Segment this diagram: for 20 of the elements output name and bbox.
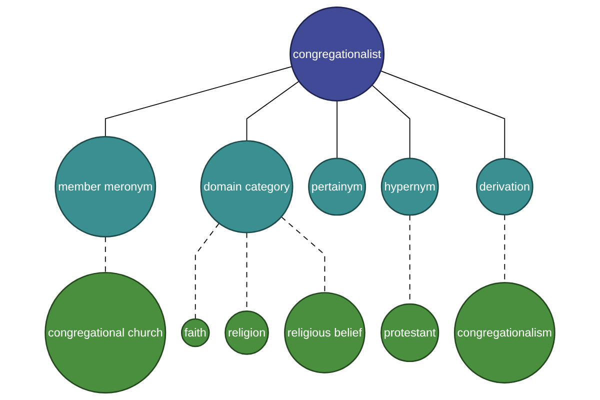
connector xyxy=(280,216,326,294)
connector xyxy=(246,80,300,142)
node-circle: religious belief xyxy=(284,292,366,374)
node-circle: pertainym xyxy=(308,158,366,216)
node-circle: member meronym xyxy=(54,136,156,238)
connector xyxy=(104,236,106,274)
node-circle: religion xyxy=(224,310,269,355)
node-circle: protestant xyxy=(380,303,440,362)
node-circle: hypernym xyxy=(380,158,439,216)
connector xyxy=(194,222,220,320)
connector xyxy=(336,100,338,159)
connector xyxy=(380,70,506,160)
node-circle: congregational church xyxy=(44,272,166,394)
connector xyxy=(372,84,410,159)
node-circle: domain category xyxy=(200,140,294,234)
node-circle: faith xyxy=(180,318,210,348)
node-circle: congregationalism xyxy=(454,282,556,384)
node-circle: congregationalist xyxy=(290,6,385,102)
node-circle: derivation xyxy=(476,158,534,216)
connector xyxy=(104,66,292,138)
